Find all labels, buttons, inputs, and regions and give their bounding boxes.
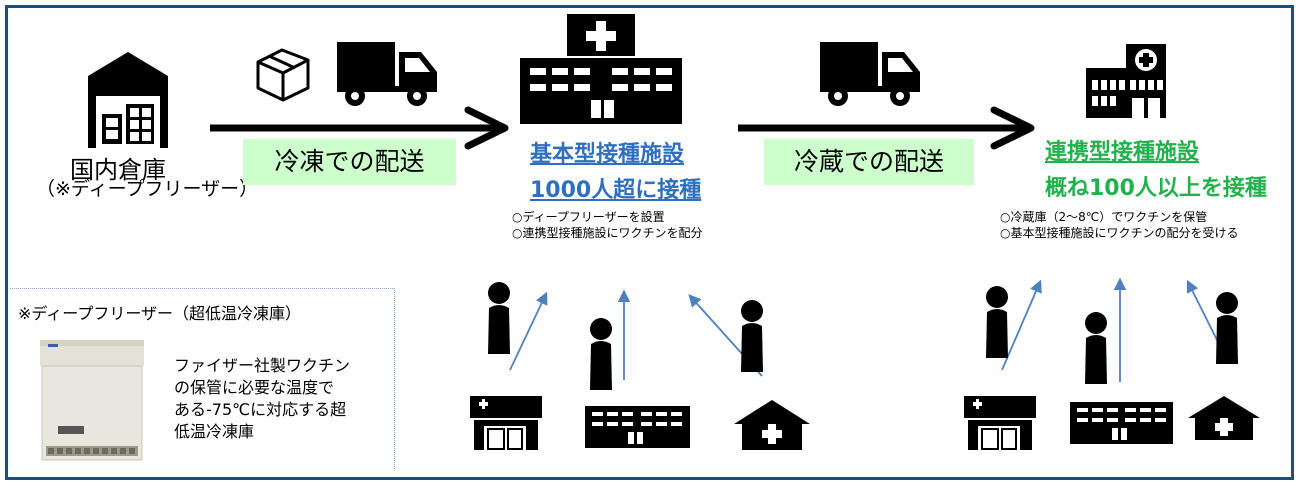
vaccine-flow-arrows-right (1001, 277, 1227, 382)
house-icon (734, 400, 810, 450)
person-icon (741, 300, 763, 372)
person-icon (590, 318, 612, 390)
person-icon (488, 282, 510, 354)
person-icon (1085, 312, 1107, 384)
clinic-small-icon (964, 396, 1036, 450)
truck-icon (337, 42, 437, 106)
freezer-note-heading: ※ディープフリーザー（超低温冷凍庫） (18, 304, 302, 323)
delivery-arrow-2 (738, 106, 1035, 150)
warehouse-icon (88, 52, 168, 148)
partner-facility-title: 連携型接種施設 (1045, 140, 1200, 165)
freezer-note-line: ある-75℃に対応する超 (174, 400, 347, 419)
freezer-note-line: ファイザー社製ワクチン (174, 356, 351, 375)
frozen-delivery-label-box: 冷凍での配送 (243, 139, 456, 185)
delivery-arrow-1 (210, 106, 509, 150)
house-icon (1188, 396, 1260, 440)
clinic-small-icon (470, 396, 542, 450)
warehouse-label: 国内倉庫 (70, 156, 166, 184)
person-icon (986, 286, 1008, 358)
basic-facility-title: 基本型接種施設 (530, 142, 685, 167)
freezer-note-line: 低温冷凍庫 (174, 422, 255, 441)
basic-facility-note: ○連携型接種施設にワクチンを配分 (512, 226, 703, 240)
freezer-image (40, 340, 144, 461)
partner-facility-note: ○基本型接種施設にワクチンの配分を受ける (1000, 226, 1239, 240)
truck-icon (820, 42, 920, 106)
freezer-note-line: の保管に必要な温度で (174, 378, 335, 397)
box-icon (256, 48, 310, 102)
person-icon (1216, 292, 1238, 364)
clinic-icon (1086, 44, 1166, 118)
chilled-delivery-label-box: 冷蔵での配送 (764, 139, 974, 185)
partner-facility-subtitle: 概ね100人以上を接種 (1045, 176, 1267, 201)
basic-facility-note: ○ディープフリーザーを設置 (512, 210, 665, 224)
chilled-delivery-label: 冷蔵での配送 (793, 147, 944, 176)
warehouse-note: （※ディープフリーザー） (36, 178, 259, 200)
basic-facility-subtitle: 1000人超に接種 (530, 178, 702, 203)
freezer-note-box (10, 288, 395, 469)
vaccine-flow-arrows-left (509, 289, 763, 380)
hospital-icon (520, 14, 682, 124)
frozen-delivery-label: 冷凍での配送 (274, 147, 425, 176)
building-icon (585, 406, 690, 448)
partner-facility-note: ○冷蔵庫（2～8℃）でワクチンを保管 (1000, 210, 1208, 224)
building-icon (1070, 402, 1173, 444)
